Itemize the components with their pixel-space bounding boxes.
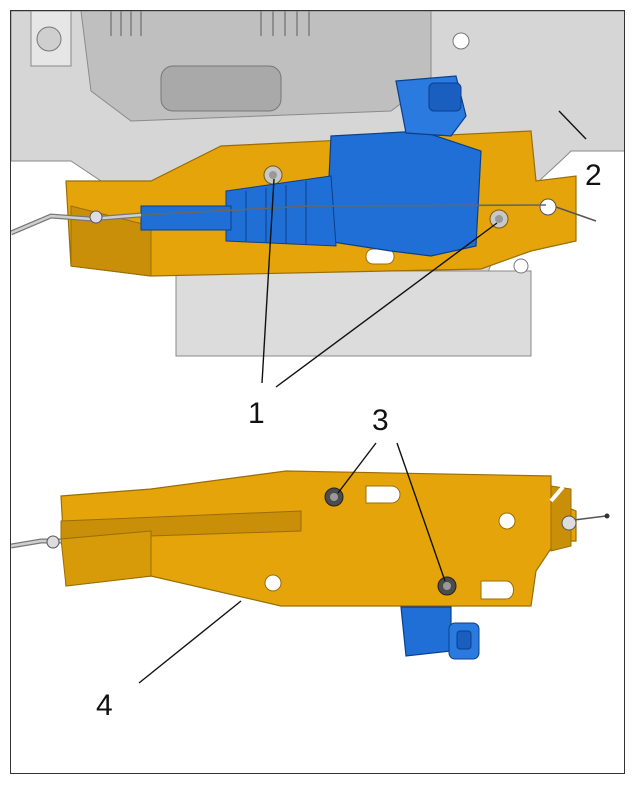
leader-1b <box>275 222 498 388</box>
cable-upper <box>11 204 597 236</box>
actuator-connector-lower <box>400 606 480 660</box>
illustration <box>11 11 624 684</box>
leader-lines <box>138 110 587 684</box>
leader-4 <box>138 600 242 684</box>
actuator-upper <box>140 75 482 257</box>
leader-3b <box>396 442 446 582</box>
callout-1: 1 <box>248 397 265 430</box>
diagram-frame: 1 2 3 4 <box>10 10 625 774</box>
callout-3: 3 <box>372 404 389 437</box>
leader-2 <box>558 110 587 140</box>
leader-3a <box>337 442 377 494</box>
leader-1a <box>261 178 275 384</box>
callout-2: 2 <box>585 159 602 192</box>
callout-4: 4 <box>96 689 113 722</box>
cable-lower <box>11 513 610 549</box>
bracket-lower <box>60 470 577 607</box>
